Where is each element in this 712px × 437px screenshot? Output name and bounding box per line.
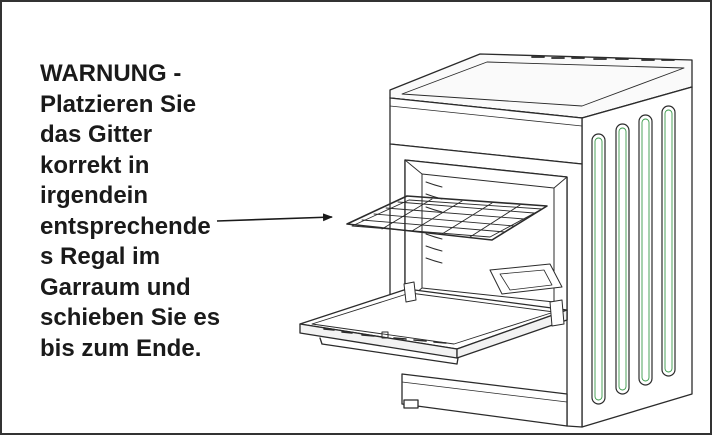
warning-line: Platzieren Sie [40,90,197,118]
warning-line: das Gitter [40,121,153,148]
oven-front [389,143,583,428]
warning-line: s Regal im [40,243,161,270]
warning-line: Garraum und [40,273,191,301]
arrow-icon [216,213,333,222]
oven-door [299,281,568,365]
warning-line: WARNUNG - [40,60,182,87]
warning-line: entsprechende [40,212,211,240]
warning-line: bis zum Ende. [40,334,202,362]
warning-line: irgendein [40,182,149,209]
wire-rack [346,195,548,241]
warning-line: schieben Sie es [40,304,221,331]
side-panel [581,86,693,428]
warning-line: korrekt in [40,151,150,179]
warning-text: WARNUNG - Platzieren Sie das Gitter korr… [40,59,290,364]
